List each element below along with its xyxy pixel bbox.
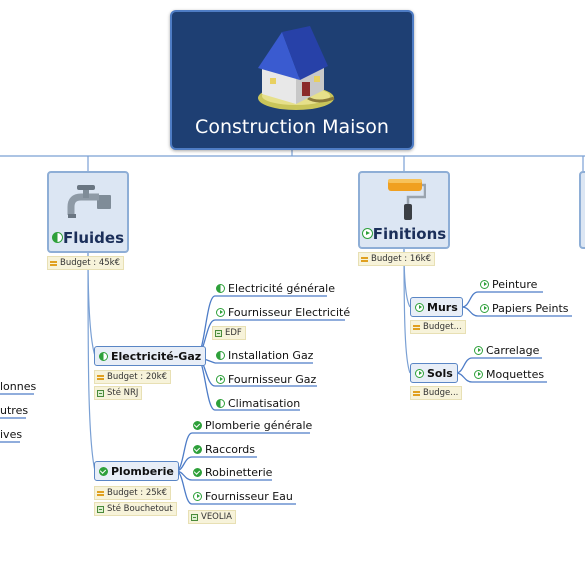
budget-icon — [97, 490, 104, 497]
subtopic-plomberie[interactable]: Plomberie — [94, 461, 179, 481]
task-complete-icon — [193, 467, 202, 477]
task-not-started-icon — [474, 369, 483, 379]
task-complete-icon — [99, 466, 108, 476]
task-complete-icon — [193, 420, 202, 430]
resource-icon — [191, 513, 198, 521]
task-not-started-icon — [474, 345, 483, 355]
subtopic-sols[interactable]: Sols — [410, 363, 458, 383]
resource-icon — [97, 505, 104, 513]
task-not-started-icon — [361, 228, 373, 239]
topic-fournisseur-gaz[interactable]: Fournisseur Gaz — [216, 370, 316, 388]
task-progress-half-icon — [216, 350, 225, 360]
paint-roller-icon — [388, 179, 426, 220]
task-not-started-icon — [193, 491, 202, 501]
task-progress-half-icon — [216, 283, 225, 293]
topic-robinetterie[interactable]: Robinetterie — [193, 463, 272, 481]
topic-papiers-peints[interactable]: Papiers Peints — [480, 299, 569, 317]
central-topic[interactable]: Construction Maison — [170, 10, 414, 150]
task-not-started-icon — [480, 303, 489, 313]
budget-note-electricite-gaz: Budget : 20k€ — [94, 370, 171, 384]
topic-fluides-label: Fluides — [49, 229, 127, 247]
task-not-started-icon — [480, 279, 489, 289]
budget-note-fluides: Budget : 45k€ — [47, 256, 124, 270]
resource-note-electricite-gaz: Sté NRJ — [94, 386, 143, 400]
budget-icon — [413, 324, 420, 331]
task-progress-half-icon — [99, 351, 108, 361]
topic-finitions[interactable]: Finitions — [358, 171, 450, 249]
budget-icon — [361, 256, 368, 263]
topic-raccords[interactable]: Raccords — [193, 440, 255, 458]
budget-icon — [413, 390, 420, 397]
resource-icon — [215, 329, 222, 337]
task-progress-half-icon — [216, 398, 225, 408]
task-not-started-icon — [216, 374, 225, 384]
topic-peinture[interactable]: Peinture — [480, 275, 537, 293]
topic-finitions-label: Finitions — [360, 225, 448, 243]
budget-note-murs: Budget... — [410, 320, 466, 334]
central-topic-title: Construction Maison — [195, 116, 389, 138]
budget-icon — [97, 374, 104, 381]
budget-note-finitions: Budget : 16k€ — [358, 252, 435, 266]
task-not-started-icon — [216, 307, 225, 317]
subtopic-electricite-gaz[interactable]: Electricité-Gaz — [94, 346, 207, 366]
topic-clipped-right[interactable] — [579, 171, 585, 249]
topic-fournisseur-eau[interactable]: Fournisseur Eau — [193, 487, 293, 505]
topic-clipped-left-2[interactable]: utres — [0, 403, 29, 417]
topic-clipped-left-3[interactable]: ives — [0, 427, 23, 441]
topic-electricite-generale[interactable]: Electricité générale — [216, 279, 335, 297]
budget-note-sols: Budge... — [410, 386, 463, 400]
resource-icon — [97, 389, 104, 397]
topic-fluides[interactable]: Fluides — [47, 171, 129, 253]
task-not-started-icon — [415, 302, 424, 312]
resource-note-veolia: VEOLIA — [188, 510, 236, 524]
topic-climatisation[interactable]: Climatisation — [216, 394, 300, 412]
budget-note-plomberie: Budget : 25k€ — [94, 486, 171, 500]
topic-moquettes[interactable]: Moquettes — [474, 365, 544, 383]
house-icon — [258, 26, 335, 110]
task-progress-half-icon — [51, 232, 63, 243]
topic-clipped-left-1[interactable]: lonnes — [0, 379, 37, 393]
resource-note-edf: EDF — [212, 326, 246, 340]
topic-fournisseur-electricite[interactable]: Fournisseur Electricité — [216, 303, 350, 321]
faucet-icon — [67, 185, 111, 218]
task-complete-icon — [193, 444, 202, 454]
budget-icon — [50, 260, 57, 267]
resource-note-plomberie: Sté Bouchetout — [94, 502, 177, 516]
subtopic-murs[interactable]: Murs — [410, 297, 463, 317]
topic-plomberie-generale[interactable]: Plomberie générale — [193, 416, 312, 434]
topic-installation-gaz[interactable]: Installation Gaz — [216, 346, 313, 364]
topic-carrelage[interactable]: Carrelage — [474, 341, 539, 359]
task-not-started-icon — [415, 368, 424, 378]
